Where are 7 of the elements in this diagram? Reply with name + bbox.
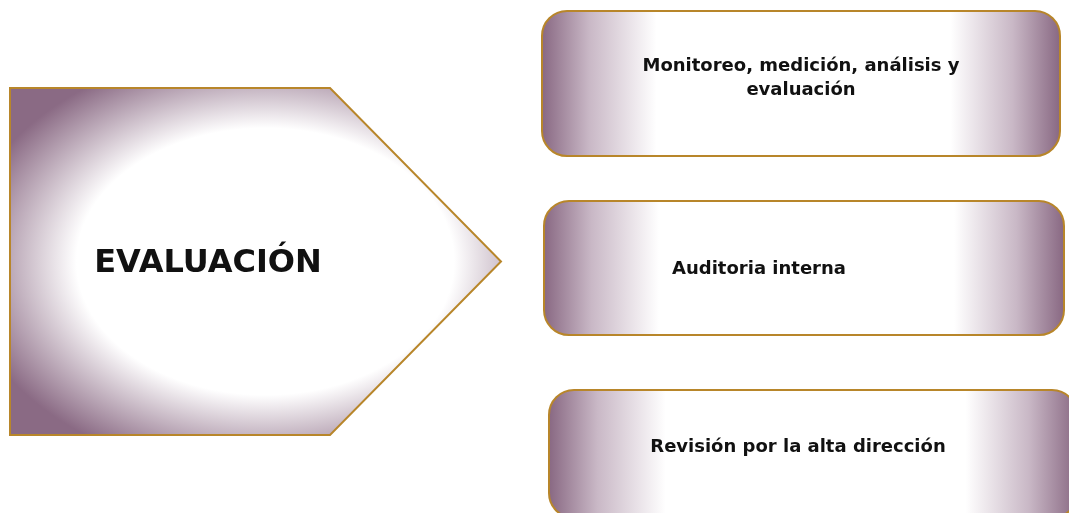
rounded-box: [541, 10, 1061, 157]
node-label: Revisión por la alta dirección: [650, 434, 946, 458]
rounded-box: [548, 389, 1069, 513]
node-label: Monitoreo, medición, análisis y evaluación: [641, 53, 961, 100]
node-label: Auditoria interna: [672, 256, 846, 280]
rounded-box: [543, 200, 1065, 336]
node-label: EVALUACIÓN: [94, 240, 322, 282]
